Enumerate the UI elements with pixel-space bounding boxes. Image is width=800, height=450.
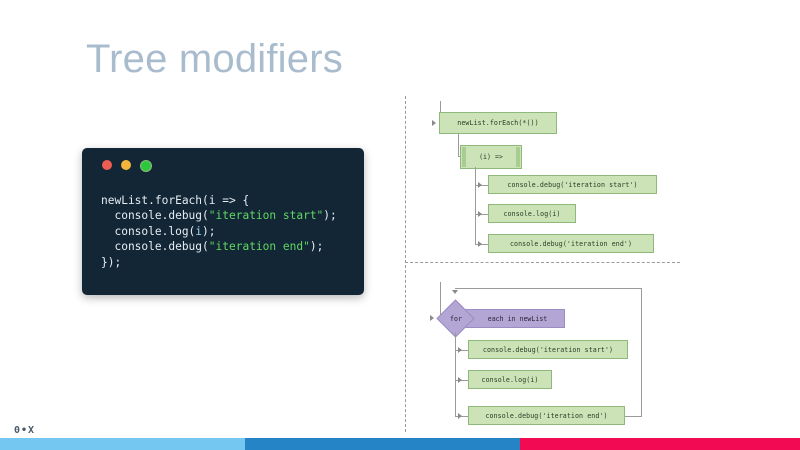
maximize-dot-icon (140, 160, 152, 172)
arrow-loopback-into-diamond (452, 290, 458, 294)
arrow-branch-3 (478, 241, 482, 247)
connector-lambda-spine (475, 167, 476, 245)
tree-node-debug-start[interactable]: console.debug('iteration start') (488, 175, 657, 194)
code-line-2: console.debug("iteration start"); (101, 209, 337, 223)
tree-node-debug-end[interactable]: console.debug('iteration end') (488, 234, 654, 253)
brand-logo: 0•X (14, 425, 36, 436)
arrow-into-foreach (432, 120, 436, 126)
code-line-4: console.debug("iteration end"); (101, 240, 324, 254)
lambda-right-bar-icon (516, 147, 520, 167)
close-dot-icon (102, 160, 112, 170)
loop-body-node-log[interactable]: console.log(i) (468, 370, 552, 389)
connector-loopback-right (641, 288, 642, 417)
tree-node-foreach[interactable]: newList.forEach(*()) (439, 112, 557, 134)
ast-diagram-panel: newList.forEach(*()) (i) => console.debu… (398, 96, 694, 432)
footer-bar-segment-2 (245, 438, 520, 450)
code-snippet-card: newList.forEach(i => { console.debug("it… (82, 148, 364, 295)
minimize-dot-icon (121, 160, 131, 170)
diagram-horizontal-divider (405, 262, 680, 263)
connector-foreach-to-lambda-v (458, 134, 459, 156)
connector-loop-entry-v (440, 282, 441, 318)
lambda-left-bar-icon (462, 147, 466, 167)
tree-node-log[interactable]: console.log(i) (488, 204, 576, 223)
loop-condition-label: each in newList (487, 314, 548, 323)
diagram-vertical-divider (405, 96, 406, 432)
tree-node-lambda-label: (i) => (479, 153, 503, 161)
arrow-branch-1 (478, 182, 482, 188)
window-traffic-lights (102, 160, 152, 172)
code-line-3: console.log(i); (101, 224, 216, 238)
footer-bar-segment-3 (520, 438, 800, 450)
footer-bar-segment-1 (0, 438, 245, 450)
arrow-loop-branch-1 (458, 347, 462, 353)
loop-body-node-debug-start[interactable]: console.debug('iteration start') (468, 340, 628, 359)
loop-body-node-debug-end[interactable]: console.debug('iteration end') (468, 406, 625, 425)
arrow-loop-branch-3 (458, 413, 462, 419)
arrow-branch-2 (478, 211, 482, 217)
code-text: newList.forEach(i => { console.debug("it… (101, 194, 337, 269)
connector-loopback-top (455, 288, 642, 289)
arrow-into-loop (430, 315, 434, 321)
loop-keyword-label: for (450, 314, 462, 323)
tree-node-lambda[interactable]: (i) => (460, 145, 522, 169)
page-title: Tree modifiers (86, 37, 343, 81)
connector-loop-spine (455, 332, 456, 417)
arrow-loop-branch-2 (458, 377, 462, 383)
footer-accent-bar (0, 438, 800, 450)
